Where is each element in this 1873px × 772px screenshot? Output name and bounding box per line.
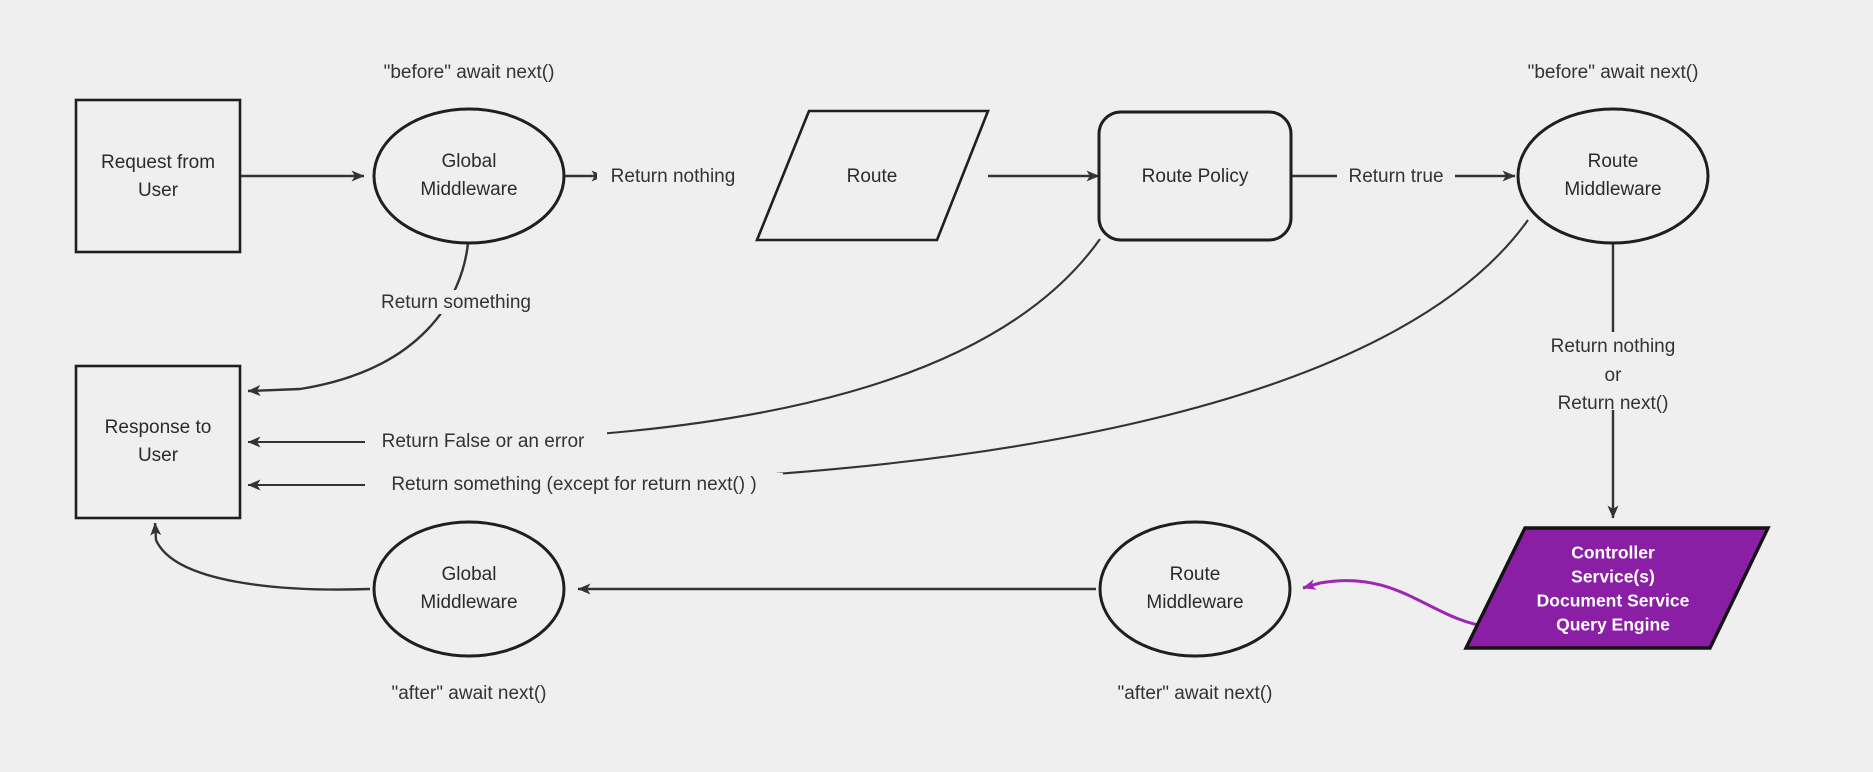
- edge-controller-to-route-middleware: [1302, 579, 1491, 629]
- edge-label-return-something-except-next: Return something (except for return next…: [365, 473, 783, 497]
- edge-label-return-something-text: Return something: [381, 292, 531, 313]
- edge-label-return-nothing: Return nothing: [597, 164, 749, 188]
- node-global-middleware-top-line2: Middleware: [420, 179, 517, 200]
- annotation-after-await-next-route: "after" await next(): [1118, 683, 1273, 704]
- edge-label-return-nothing-line2: or: [1605, 365, 1623, 386]
- edge-route-policy-to-response: [247, 238, 1101, 448]
- annotation-before-await-next-route: "before" await next(): [1528, 62, 1699, 83]
- edge-label-return-nothing-line3: Return next(): [1558, 393, 1669, 414]
- node-controller-services[interactable]: Controller Service(s) Document Service Q…: [1463, 526, 1771, 650]
- edge-label-return-nothing-line1: Return nothing: [1551, 336, 1676, 357]
- node-controller-services-line4: Query Engine: [1556, 615, 1670, 635]
- edge-label-return-true-text: Return true: [1348, 166, 1443, 187]
- edge-label-return-something: Return something: [364, 290, 540, 314]
- edge-label-return-true: Return true: [1337, 164, 1455, 188]
- node-route-middleware-bottom[interactable]: Route Middleware: [1098, 520, 1292, 658]
- node-request-from-user-line1: Request from: [101, 152, 215, 173]
- node-route-middleware-bottom-line1: Route: [1170, 564, 1221, 585]
- node-controller-services-line2: Service(s): [1571, 567, 1655, 587]
- node-controller-services-line1: Controller: [1571, 543, 1655, 563]
- node-route-middleware-top-line1: Route: [1588, 151, 1639, 172]
- node-controller-services-line3: Document Service: [1537, 591, 1690, 611]
- edge-global-middleware-to-response: [247, 242, 470, 397]
- node-response-to-user-line2: User: [138, 445, 179, 466]
- node-global-middleware-bottom-line2: Middleware: [420, 592, 517, 613]
- edge-label-return-false-or-error: Return False or an error: [365, 430, 607, 454]
- annotation-before-await-next-global: "before" await next(): [384, 62, 555, 83]
- edge-label-return-something-except-next-text: Return something (except for return next…: [391, 474, 756, 495]
- annotation-after-await-next-global: "after" await next(): [392, 683, 547, 704]
- node-response-to-user[interactable]: Response to User: [74, 364, 242, 520]
- node-route[interactable]: Route: [755, 109, 990, 242]
- node-route-middleware-top-line2: Middleware: [1564, 179, 1661, 200]
- node-global-middleware-top[interactable]: Global Middleware: [372, 107, 566, 245]
- edge-label-return-false-or-error-text: Return False or an error: [382, 431, 585, 452]
- node-route-label: Route: [847, 166, 898, 187]
- node-route-policy[interactable]: Route Policy: [1097, 110, 1293, 242]
- node-route-middleware-top[interactable]: Route Middleware: [1516, 107, 1710, 245]
- node-route-policy-label: Route Policy: [1142, 166, 1249, 187]
- edge-global-middleware-bottom-to-response: [150, 522, 371, 591]
- node-route-middleware-bottom-line2: Middleware: [1146, 592, 1243, 613]
- node-response-to-user-line1: Response to: [105, 417, 212, 438]
- edge-label-return-nothing-or-next: Return nothing or Return next(): [1528, 332, 1700, 414]
- node-global-middleware-bottom[interactable]: Global Middleware: [372, 520, 566, 658]
- node-global-middleware-top-line1: Global: [442, 151, 497, 172]
- edge-label-return-nothing-text: Return nothing: [611, 166, 736, 187]
- node-request-from-user[interactable]: Request from User: [74, 98, 242, 254]
- node-global-middleware-bottom-line1: Global: [442, 564, 497, 585]
- node-request-from-user-line2: User: [138, 180, 179, 201]
